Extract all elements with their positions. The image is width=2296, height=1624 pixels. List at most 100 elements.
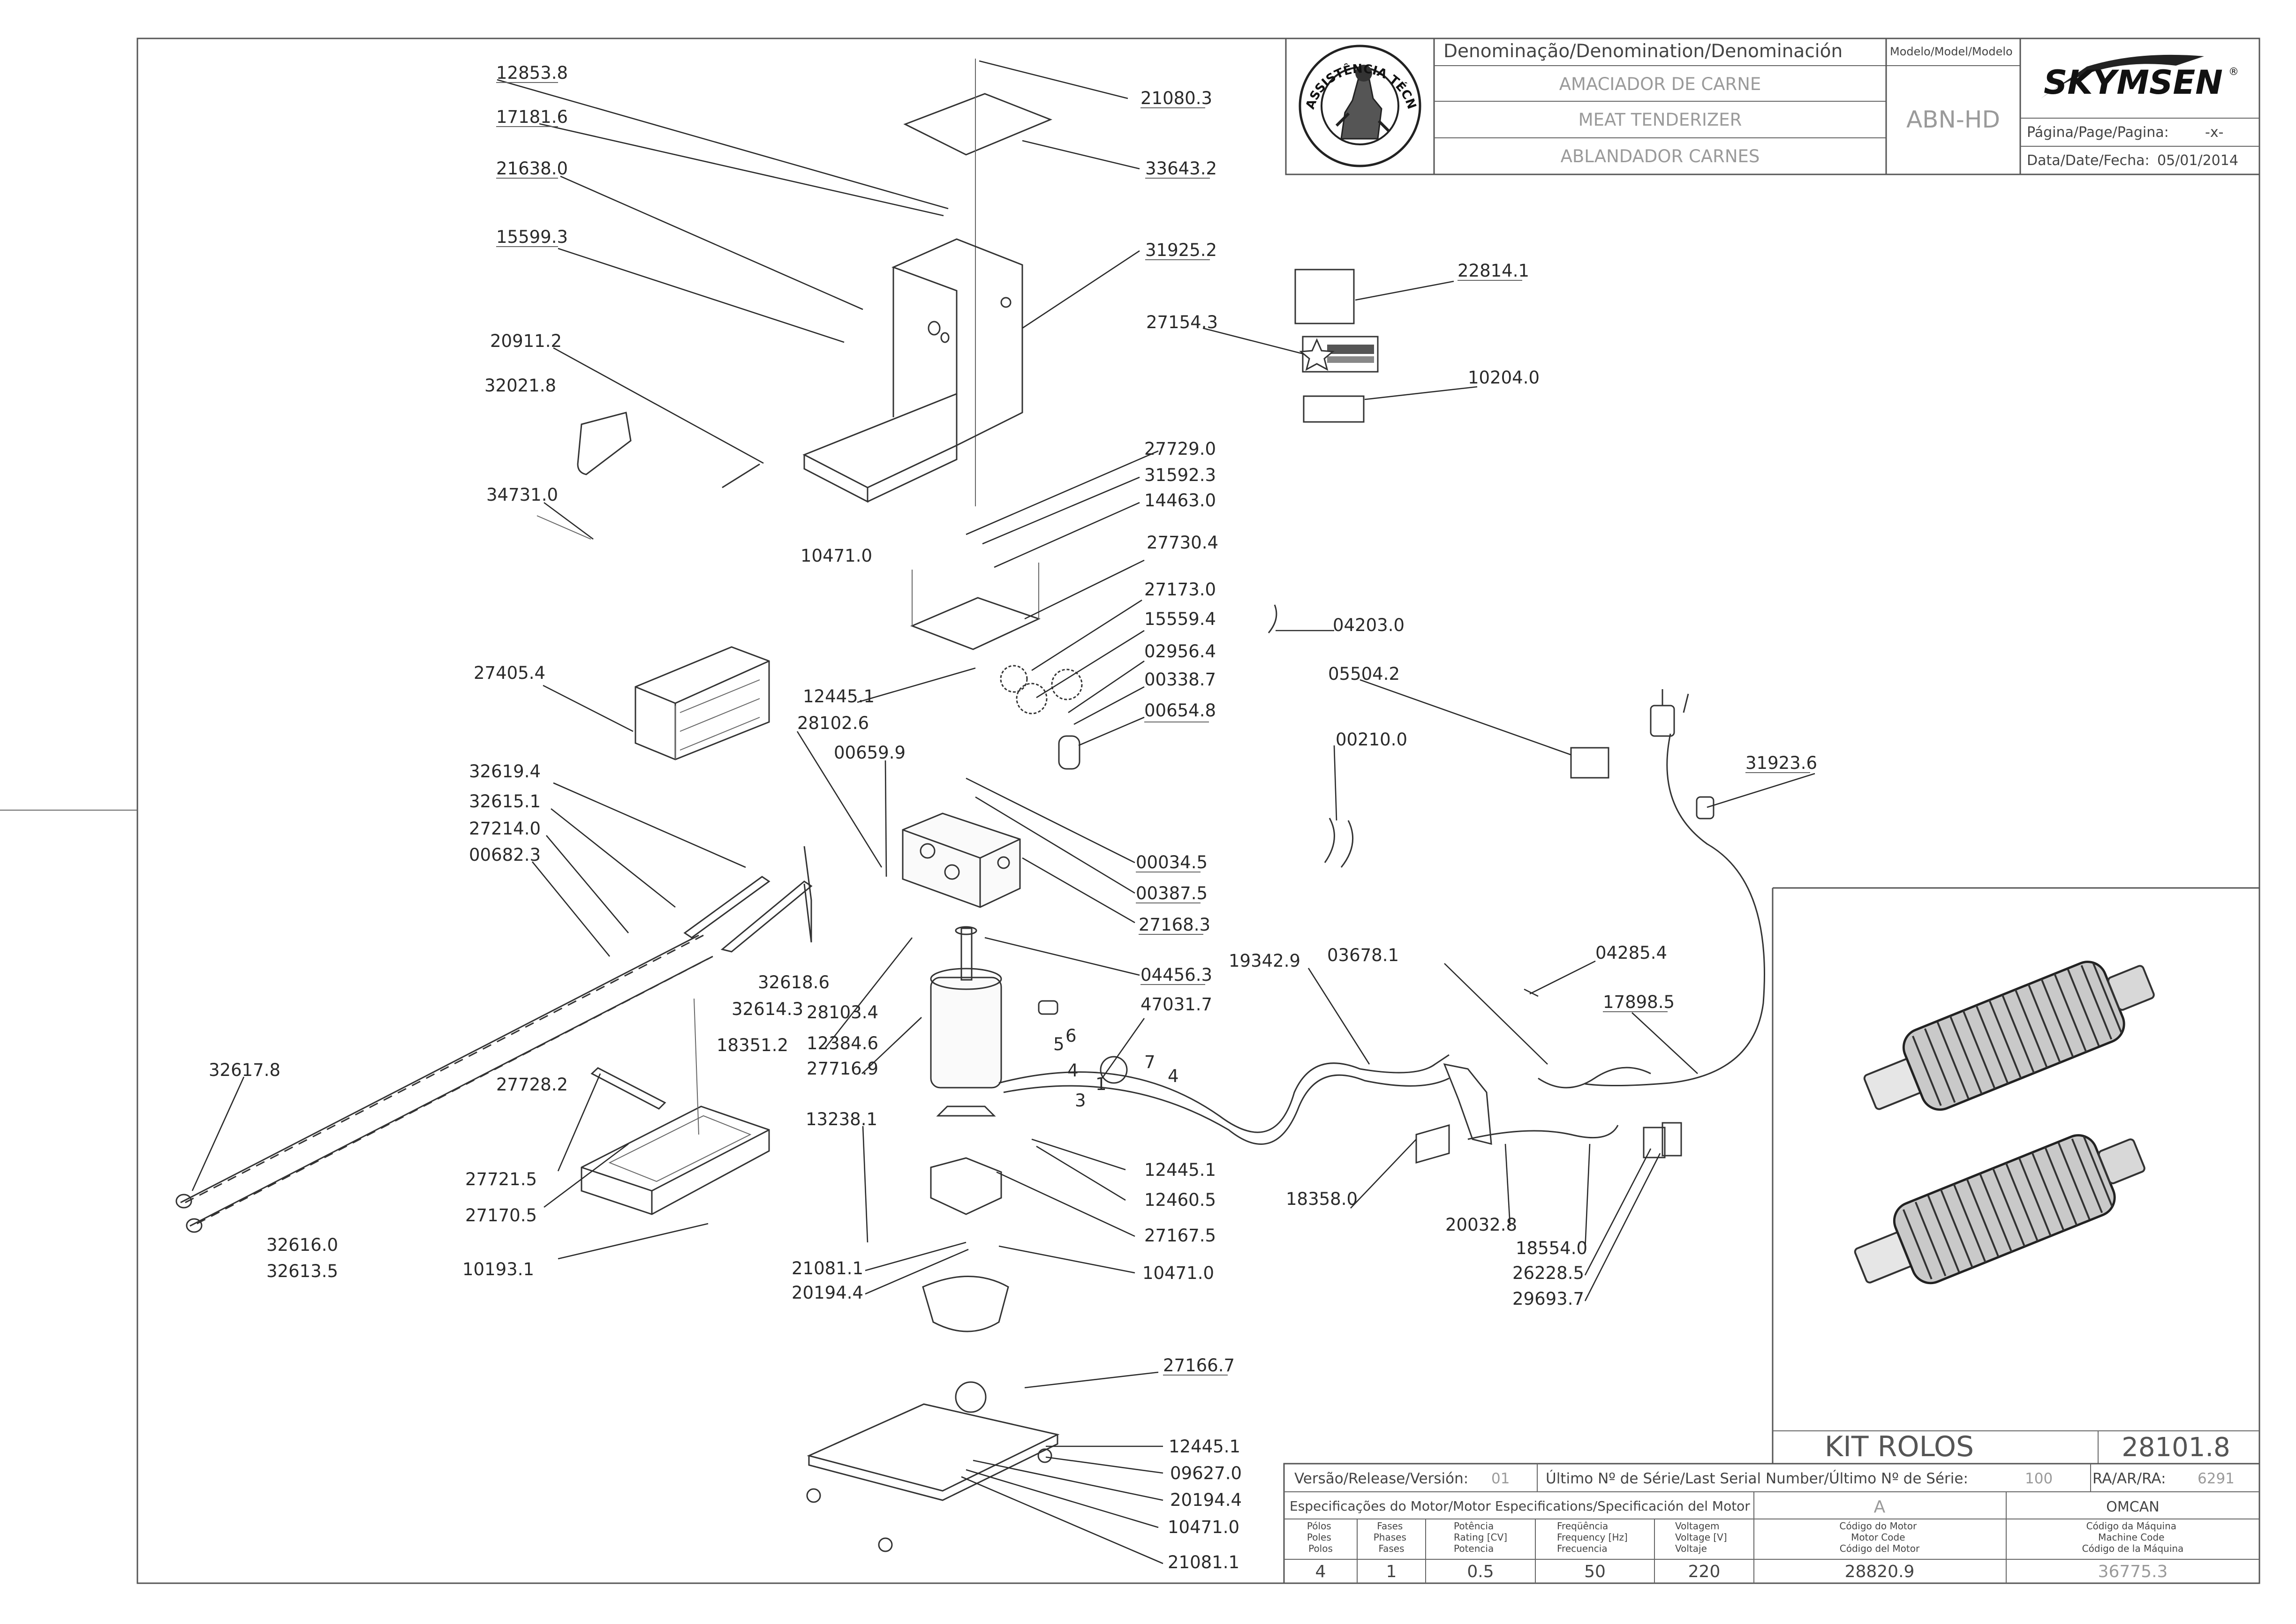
poles-value: 4 <box>1315 1562 1326 1581</box>
gear-pair <box>1000 665 1083 770</box>
kit-rollers-panel: KIT ROLOS 28101.8 <box>1772 887 2259 1464</box>
part-number: 00338.7 <box>1144 669 1216 690</box>
leader-lines <box>191 60 1815 1564</box>
wire-marker: 6 <box>1065 1026 1077 1046</box>
motor-spec-label: Especificações do Motor/Motor Especifica… <box>1290 1498 1750 1514</box>
part-number: 20194.4 <box>792 1283 863 1303</box>
wire-marker: 4 <box>1067 1060 1079 1081</box>
part-number: 27173.0 <box>1144 579 1216 600</box>
top-cover-plate <box>903 93 1052 156</box>
name-en: MEAT TENDERIZER <box>1578 110 1742 130</box>
part-number: 05504.2 <box>1328 664 1400 684</box>
part-number: 00659.9 <box>834 743 906 763</box>
part-number: 10471.0 <box>1168 1517 1239 1537</box>
part-number: 32615.1 <box>469 791 541 812</box>
part-number: 27168.3 <box>1139 915 1210 935</box>
part-number: 15559.4 <box>1144 609 1216 629</box>
date-value: 05/01/2014 <box>2157 152 2238 169</box>
part-number: 04456.3 <box>1140 965 1212 985</box>
part-number: 27167.5 <box>1144 1226 1216 1246</box>
part-number: 27405.4 <box>474 663 545 683</box>
parts-artwork <box>175 59 1765 1552</box>
kit-label: KIT ROLOS <box>1825 1430 1974 1463</box>
small-cable-2 <box>1324 818 1354 868</box>
part-number: 21080.3 <box>1140 88 1212 108</box>
part-number: 28103.4 <box>807 1002 878 1023</box>
part-number: 17181.6 <box>496 107 568 127</box>
page-value: -x- <box>2205 124 2223 141</box>
sticker-plate <box>577 412 632 475</box>
part-number: 18351.2 <box>717 1035 788 1055</box>
motor-code-header: Código do Motor Motor Code Código del Mo… <box>1839 1520 1920 1554</box>
svg-text:SKYMSEN: SKYMSEN <box>2044 63 2223 102</box>
wire-marker: 7 <box>1144 1052 1156 1072</box>
part-number: 18554.0 <box>1516 1238 1587 1258</box>
part-number: 00210.0 <box>1336 729 1407 750</box>
sticker-square <box>1294 269 1355 324</box>
model-header: Modelo/Model/Modelo <box>1890 45 2013 58</box>
part-number: 20194.4 <box>1170 1490 1242 1510</box>
label-underlines <box>496 82 1810 1376</box>
part-number: 29693.7 <box>1512 1289 1584 1309</box>
housing <box>802 238 1023 503</box>
kit-roller-top <box>1863 961 2155 1111</box>
skymsen-logo: SKYMSEN ® <box>2041 54 2239 102</box>
part-number: 12853.8 <box>496 63 568 83</box>
motor-class: A <box>1874 1497 1886 1517</box>
part-number: 47031.7 <box>1140 994 1212 1015</box>
part-number: 00387.5 <box>1136 883 1208 903</box>
part-number: 00682.3 <box>469 845 541 865</box>
gearbox <box>902 812 1021 908</box>
model-value: ABN-HD <box>1906 106 2000 133</box>
part-number: 32618.6 <box>758 972 830 992</box>
version-value: 01 <box>1491 1470 1510 1487</box>
poles-header: Pólos Poles Polos <box>1307 1520 1334 1554</box>
part-number: 27729.0 <box>1144 439 1216 459</box>
part-number: 02956.4 <box>1144 641 1216 662</box>
part-number: 27154.3 <box>1146 312 1218 332</box>
part-number: 12460.5 <box>1144 1190 1216 1210</box>
part-number: 13238.1 <box>806 1109 877 1129</box>
part-number: 32614.3 <box>732 999 803 1019</box>
part-number: 10204.0 <box>1468 368 1540 388</box>
wire-markers: 5 6 7 4 4 1 3 <box>1053 1026 1179 1111</box>
small-cable <box>1268 604 1277 633</box>
part-number-labels: 12853.8 17181.6 21638.0 15599.3 20911.2 … <box>209 63 1817 1572</box>
wire-marker: 5 <box>1053 1034 1065 1054</box>
part-number: 19342.9 <box>1229 951 1300 971</box>
part-number: 12445.1 <box>803 686 875 707</box>
voltage-header: Voltagem Voltage [V] Voltaje <box>1675 1520 1730 1554</box>
part-number: 10471.0 <box>1142 1263 1214 1283</box>
bowl <box>922 1276 1009 1332</box>
roller-holder <box>634 646 770 760</box>
part-number: 21081.1 <box>1168 1552 1239 1572</box>
frequency-value: 50 <box>1584 1562 1606 1581</box>
phases-value: 1 <box>1386 1562 1397 1581</box>
sticker-rect <box>1303 395 1365 423</box>
part-number: 21638.0 <box>496 158 568 179</box>
serial-label: Último Nº de Série/Last Serial Number/Úl… <box>1546 1470 1968 1487</box>
denomination-header: Denominação/Denomination/Denominación <box>1443 41 1843 62</box>
part-number: 18358.0 <box>1286 1189 1358 1209</box>
part-number: 22814.1 <box>1458 261 1529 281</box>
rollers-exploded <box>175 846 813 1233</box>
rating-value: 0.5 <box>1467 1562 1494 1581</box>
part-number: 32021.8 <box>484 376 556 396</box>
part-number: 21081.1 <box>792 1258 863 1278</box>
svg-text:®: ® <box>2228 66 2239 78</box>
warning-sticker <box>1299 336 1379 373</box>
part-number: 10471.0 <box>801 546 872 566</box>
kit-code: 28101.8 <box>2122 1432 2230 1463</box>
part-number: 12445.1 <box>1169 1436 1240 1457</box>
machine-frame <box>581 998 770 1215</box>
wiring-harness <box>998 1054 1682 1164</box>
part-number: 03678.1 <box>1327 945 1399 965</box>
bracket <box>930 1157 1002 1215</box>
part-number: 31923.6 <box>1745 753 1817 773</box>
title-block: ASSISTÊNCIA TÉCNICA AUTORIZADA Denominaç… <box>0 0 2260 175</box>
part-number: 00034.5 <box>1136 852 1208 872</box>
part-number: 15599.3 <box>496 227 568 247</box>
name-pt: AMACIADOR DE CARNE <box>1559 74 1761 94</box>
part-number: 27170.5 <box>465 1205 537 1226</box>
